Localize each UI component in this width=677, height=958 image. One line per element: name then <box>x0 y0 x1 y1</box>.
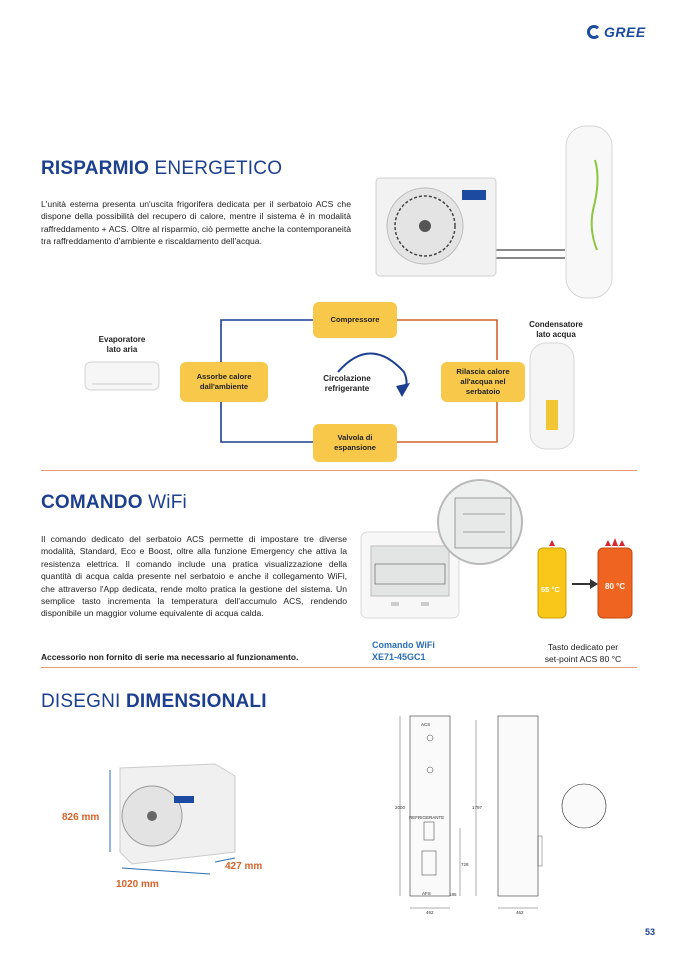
compressor-box: Compressore <box>313 302 397 338</box>
controller-caption-name: Comando WiFi <box>372 640 435 650</box>
dim-1797-label: 1797 <box>472 805 483 810</box>
tank-top-view <box>561 783 607 829</box>
divider-2 <box>41 667 637 668</box>
page-number: 53 <box>645 927 656 937</box>
outdoor-unit-dimension-drawing <box>109 763 236 875</box>
width-label: 1020 mm <box>116 879 159 890</box>
dim-185-label: 185 <box>449 892 457 897</box>
button-caption: Tasto dedicato per set-point ACS 80 °C <box>528 641 638 665</box>
acs-port <box>426 734 434 742</box>
temperature-tanks <box>537 538 633 619</box>
refrigerant-port <box>423 821 435 841</box>
section-title-rest: WiFi <box>142 492 187 513</box>
tank-80 <box>597 547 633 619</box>
section1-paragraph: L'unità esterna presenta un'uscita frigo… <box>41 199 351 247</box>
cycle-line-blue-top <box>220 319 320 380</box>
cycle-line-orange-bottom <box>393 398 498 443</box>
accessory-note: Accessorio non fornito di serie ma neces… <box>41 652 299 662</box>
divider-1 <box>41 470 637 471</box>
release-heat-box: Rilascia calore all'acqua nel serbatoio <box>441 362 525 402</box>
refrigerant-cycle-diagram <box>84 319 575 450</box>
mid-port <box>426 766 434 774</box>
side-fitting <box>537 835 543 867</box>
condenser-tank-level <box>546 400 558 430</box>
dim-2000-label: 2000 <box>395 805 406 810</box>
afs-label: AFS <box>422 891 431 896</box>
outdoor-unit-and-tank-illustration <box>375 125 613 299</box>
section-title-bold: COMANDO <box>41 492 143 513</box>
section-title-rest: DISEGNI <box>41 691 127 712</box>
button-caption-line2: set-point ACS 80 °C <box>544 654 622 664</box>
tank-front-view <box>409 715 451 897</box>
condenser-label: Condensatore lato acqua <box>529 320 583 339</box>
height-label: 826 mm <box>62 812 100 823</box>
outdoor-unit-3d-hub <box>147 811 157 821</box>
zoomed-display <box>454 497 512 549</box>
refrigerant-label: REFRIGERANTE <box>409 815 445 820</box>
width-dimension-line <box>121 867 211 875</box>
button-caption-line1: Tasto dedicato per <box>547 642 619 652</box>
increase-arrow-head-icon <box>590 579 598 589</box>
gree-logo-mark-icon <box>587 25 601 39</box>
absorb-heat-box: Assorbe calore dall'ambiente <box>180 362 268 402</box>
cycle-line-blue-bottom <box>220 385 320 443</box>
depth-dimension-line <box>214 857 236 863</box>
tank-55 <box>537 547 567 619</box>
gree-logo: GREE <box>587 24 646 40</box>
water-tank-body <box>565 125 613 299</box>
section-title-bold: RISPARMIO <box>41 158 150 179</box>
section-title-rest: ENERGETICO <box>149 158 283 179</box>
tank-decoration <box>590 159 599 251</box>
cycle-line-orange-top <box>393 319 498 360</box>
tank-side-view <box>497 715 539 897</box>
controller-button-left <box>391 602 399 606</box>
section-title-comando: COMANDO WiFi <box>41 492 187 514</box>
flame-icon-small <box>549 540 555 546</box>
wifi-controller-illustration <box>360 479 523 619</box>
acs-label: ACS <box>421 722 431 727</box>
outdoor-unit-badge <box>462 190 486 200</box>
controller-caption-model: XE71-45GC1 <box>372 652 426 662</box>
section2-paragraph: Il comando dedicato del serbatoio ACS pe… <box>41 534 347 619</box>
expansion-valve-box: Valvola di espansione <box>313 424 397 462</box>
dim-462-side-label: 462 <box>516 910 524 915</box>
section-title-bold: DIMENSIONALI <box>126 691 267 712</box>
flame-icon-large <box>605 538 625 546</box>
fan-hub <box>419 220 431 232</box>
condenser-tank <box>529 342 575 450</box>
controller-caption: Comando WiFi XE71-45GC1 <box>372 639 435 663</box>
temp-80-label: 80 °C <box>605 582 626 591</box>
evaporator-label: Evaporatore lato aria <box>98 335 146 354</box>
dim-728-label: 728 <box>461 862 469 867</box>
depth-label: 427 mm <box>225 861 263 872</box>
gree-logo-text: GREE <box>604 24 646 40</box>
arrow-head-icon <box>396 383 410 397</box>
section-title-disegni: DISEGNI DIMENSIONALI <box>41 691 267 713</box>
display-segments <box>374 563 446 585</box>
temp-55-label: 55 °C <box>541 585 560 594</box>
indoor-unit <box>84 361 160 391</box>
resistance-port <box>421 850 437 876</box>
section-title-risparmio: RISPARMIO ENERGETICO <box>41 158 282 180</box>
controller-button-right <box>421 602 429 606</box>
circulation-label: Circolazione refrigerante <box>323 374 371 393</box>
controller-display <box>370 545 450 597</box>
outdoor-unit-3d-badge <box>174 796 194 803</box>
dim-462-label: 462 <box>426 910 434 915</box>
fan-grill <box>394 195 456 257</box>
tank-technical-drawings <box>399 715 607 909</box>
